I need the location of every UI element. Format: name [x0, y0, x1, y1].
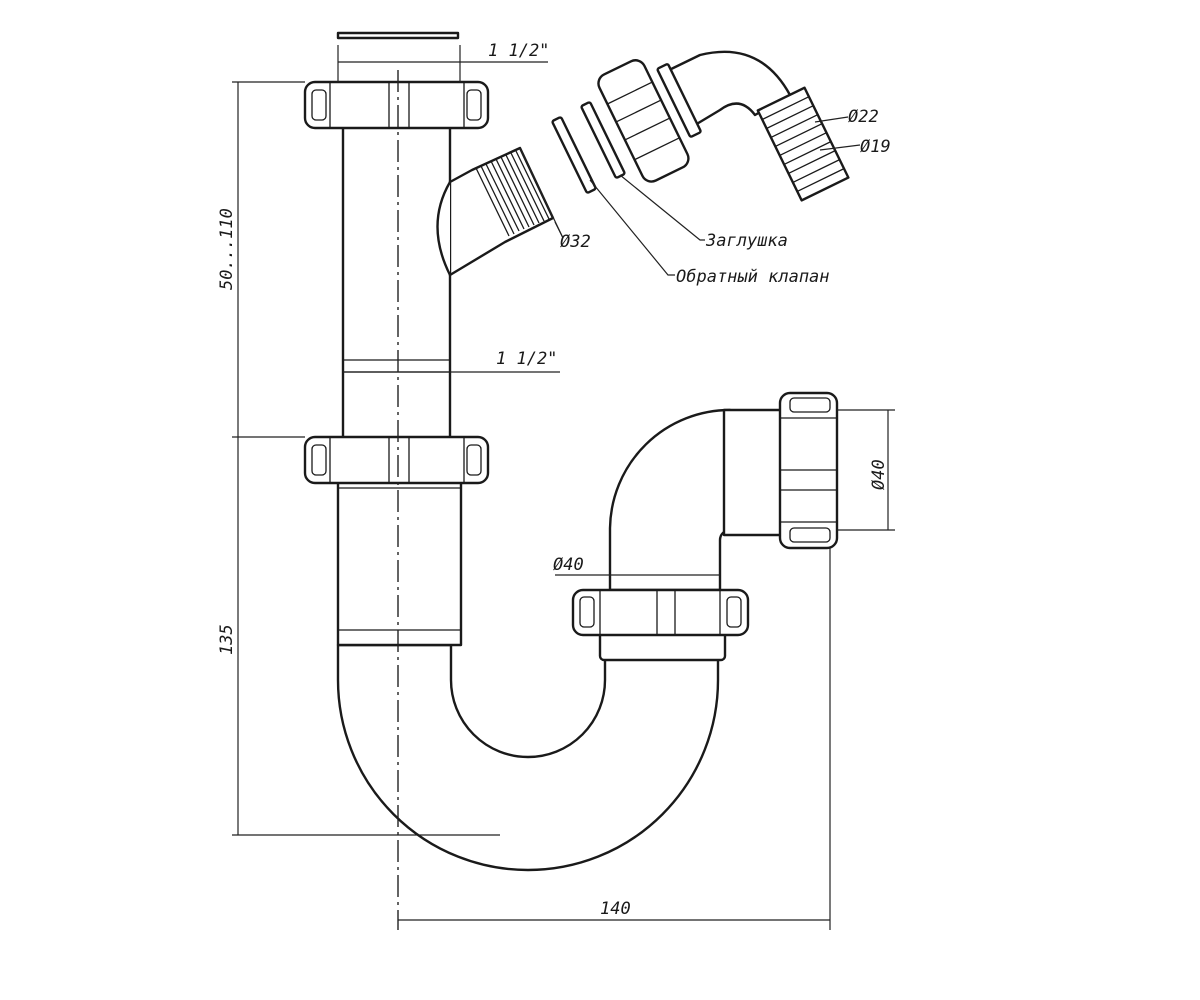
horizontal-offset-label: 140 — [600, 899, 631, 919]
plug-label: Заглушка — [705, 231, 788, 251]
inlet-upper-tube — [341, 123, 452, 442]
hose-inner-diameter-label: Ø19 — [860, 137, 891, 157]
inlet-lower-tube — [336, 478, 463, 647]
outlet-diameter-label: Ø40 — [869, 459, 889, 490]
u-bend-trap — [336, 643, 720, 872]
middle-union-nut — [303, 435, 490, 485]
vertical-adjustment-label: 50...110 — [217, 208, 237, 290]
check-valve-label: Обратный клапан — [676, 267, 830, 287]
branch-diameter-label: Ø32 — [560, 232, 591, 252]
trap-height-label: 135 — [217, 624, 237, 655]
check-valve-leader — [589, 179, 675, 276]
thread-label-top: 1 1/2" — [488, 41, 549, 61]
hose-nut — [597, 59, 690, 183]
top-union-nut — [303, 80, 490, 130]
plug-leader — [619, 174, 705, 241]
trap-union-nut — [571, 588, 750, 662]
hose-barb — [756, 86, 850, 202]
d19-leader — [819, 144, 861, 151]
branch-outlet — [436, 146, 555, 277]
hose-adapter-elbow — [656, 50, 850, 202]
d22-leader — [814, 116, 849, 123]
thread-lines — [475, 150, 550, 237]
trap-diameter-label: Ø40 — [553, 555, 584, 575]
dimension-lines — [232, 31, 895, 930]
hose-outer-diameter-label: Ø22 — [848, 107, 879, 127]
exploded-parts — [551, 50, 861, 276]
outlet-elbow — [608, 408, 784, 592]
thread-label-mid: 1 1/2" — [496, 349, 557, 369]
check-valve-disc — [551, 116, 597, 194]
outlet-union-nut — [778, 391, 839, 550]
